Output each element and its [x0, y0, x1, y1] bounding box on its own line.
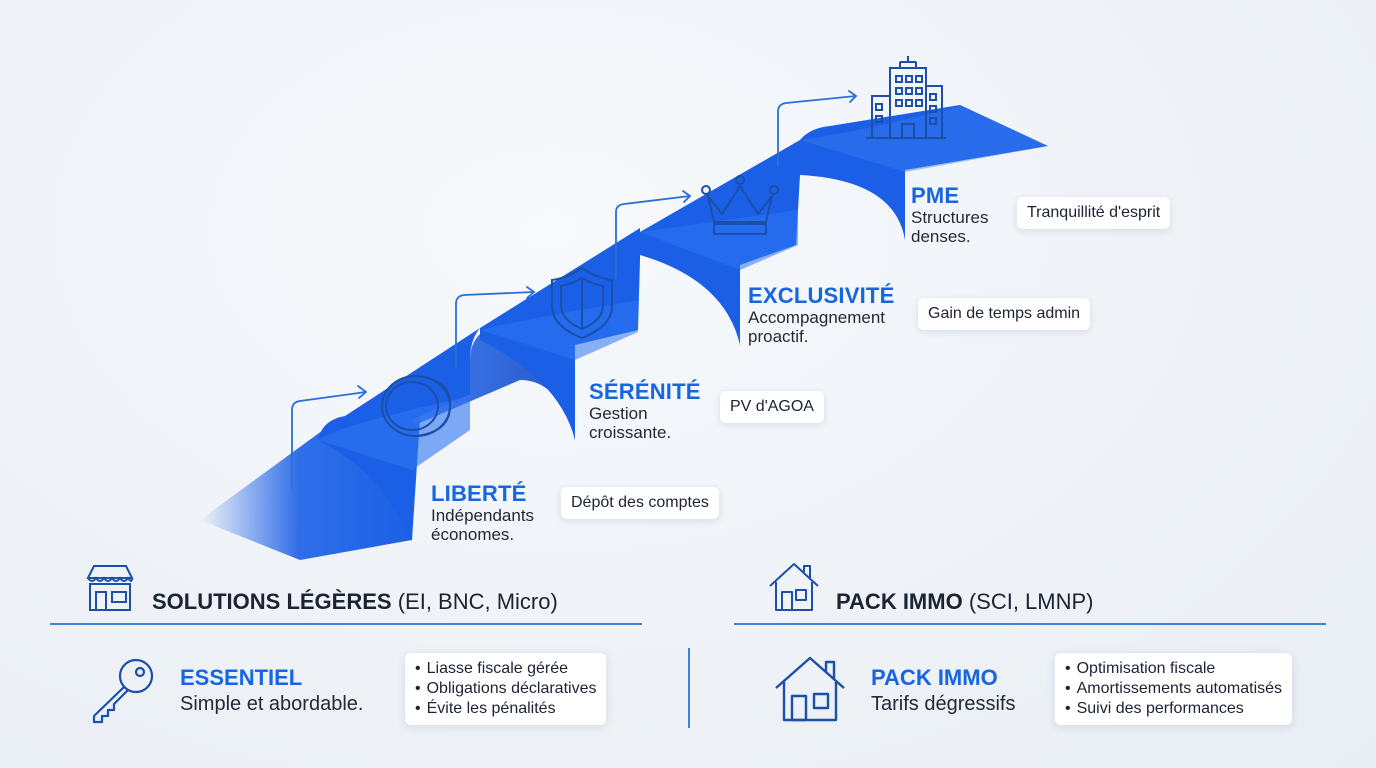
storefront-icon	[86, 565, 134, 611]
coin-icon	[381, 375, 452, 437]
feature-item: Liasse fiscale gérée	[415, 659, 596, 679]
office-building-icon	[866, 56, 946, 139]
shield-icon	[551, 266, 613, 340]
arrow-1	[291, 391, 367, 489]
step-subtitle: Structures denses.	[911, 208, 989, 246]
house-icon	[769, 563, 819, 611]
features-card-left: Liasse fiscale gérée Obligations déclara…	[405, 653, 607, 725]
feature-item: Amortissements automatisés	[1065, 679, 1282, 699]
step-title: PME	[911, 183, 960, 208]
feature-item: Suivi des performances	[1065, 699, 1282, 719]
step-tag: Tranquillité d'esprit	[1017, 197, 1171, 229]
step-pme: PME Structures denses.	[911, 183, 1006, 247]
step-title: EXCLUSIVITÉ	[748, 283, 895, 308]
section-header-bold: SOLUTIONS LÉGÈRES	[152, 589, 392, 614]
feature-item: Optimisation fiscale	[1065, 659, 1282, 679]
section-header-bold: PACK IMMO	[836, 589, 963, 614]
section-rule-right	[734, 623, 1326, 625]
step-liberte: LIBERTÉ Indépendants économes.	[431, 481, 561, 545]
section-divider	[688, 648, 690, 728]
pack-title-right: PACK IMMO	[871, 665, 998, 690]
step-serenite: SÉRÉNITÉ Gestion croissante.	[589, 379, 701, 443]
feature-item: Obligations déclaratives	[415, 679, 597, 699]
step-title: LIBERTÉ	[431, 481, 527, 506]
step-subtitle: Accompagnement proactif.	[748, 308, 886, 346]
arrow-2-head	[526, 286, 535, 299]
arrow-3	[615, 195, 691, 279]
feature-item: Évite les pénalités	[415, 699, 596, 719]
step-subtitle: Gestion croissante.	[589, 404, 672, 442]
step-tag: PV d'AGOA	[720, 391, 824, 423]
pack-subtitle-right: Tarifs dégressifs	[871, 693, 1016, 715]
step-tag: Gain de temps admin	[918, 298, 1091, 330]
arrow-3-head	[682, 190, 691, 203]
house-icon	[775, 656, 845, 722]
step-subtitle: Indépendants économes.	[431, 506, 535, 544]
section-header-rest: (EI, BNC, Micro)	[391, 589, 558, 614]
pack-title-left: ESSENTIEL	[180, 665, 303, 690]
section-header-left: SOLUTIONS LÉGÈRES (EI, BNC, Micro)	[152, 589, 558, 615]
section-header-rest: (SCI, LMNP)	[962, 589, 1094, 614]
step-tag: Dépôt des comptes	[561, 487, 719, 519]
arrow-1-head	[357, 385, 367, 399]
key-icon	[92, 658, 154, 724]
stair-step-4	[800, 105, 1048, 240]
section-rule-left	[50, 623, 642, 625]
features-card-right: Optimisation fiscale Amortissements auto…	[1055, 653, 1293, 725]
crown-icon	[701, 175, 779, 235]
arrow-4-head	[848, 90, 857, 103]
arrow-2	[455, 291, 535, 369]
section-header-right: PACK IMMO (SCI, LMNP)	[836, 589, 1094, 615]
arrow-4	[777, 95, 857, 167]
step-title: SÉRÉNITÉ	[589, 379, 701, 404]
pack-subtitle-left: Simple et abordable.	[180, 693, 364, 715]
step-exclusivite: EXCLUSIVITÉ Accompagnement proactif.	[748, 283, 908, 347]
